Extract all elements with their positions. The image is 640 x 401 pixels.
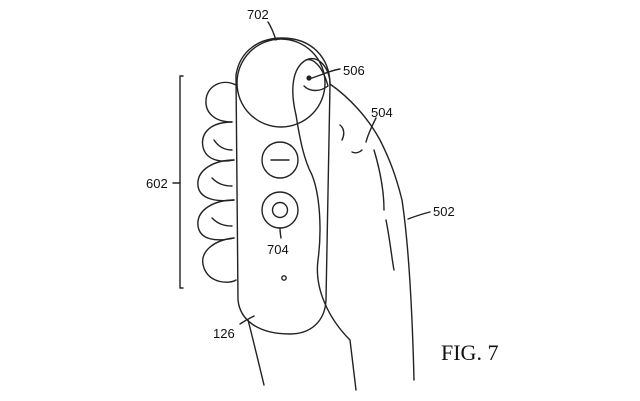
- thumb: [247, 57, 415, 391]
- top-touch-surface: [236, 38, 326, 128]
- fingers: [197, 81, 237, 283]
- label-502: 502: [433, 204, 455, 219]
- label-702: 702: [247, 7, 269, 22]
- label-126: 126: [213, 326, 235, 341]
- minus-button: [261, 141, 299, 179]
- label-602: 602: [146, 176, 168, 191]
- leader-lines: [239, 21, 431, 325]
- fingers-bracket: [172, 75, 184, 289]
- indicator-dot: [281, 275, 287, 281]
- label-504: 504: [371, 105, 393, 120]
- select-button: [261, 191, 299, 229]
- handheld-device: [235, 37, 331, 335]
- label-704: 704: [267, 242, 289, 257]
- sensor-dot: [306, 75, 312, 81]
- figure-caption: FIG. 7: [441, 340, 498, 365]
- label-506: 506: [343, 63, 365, 78]
